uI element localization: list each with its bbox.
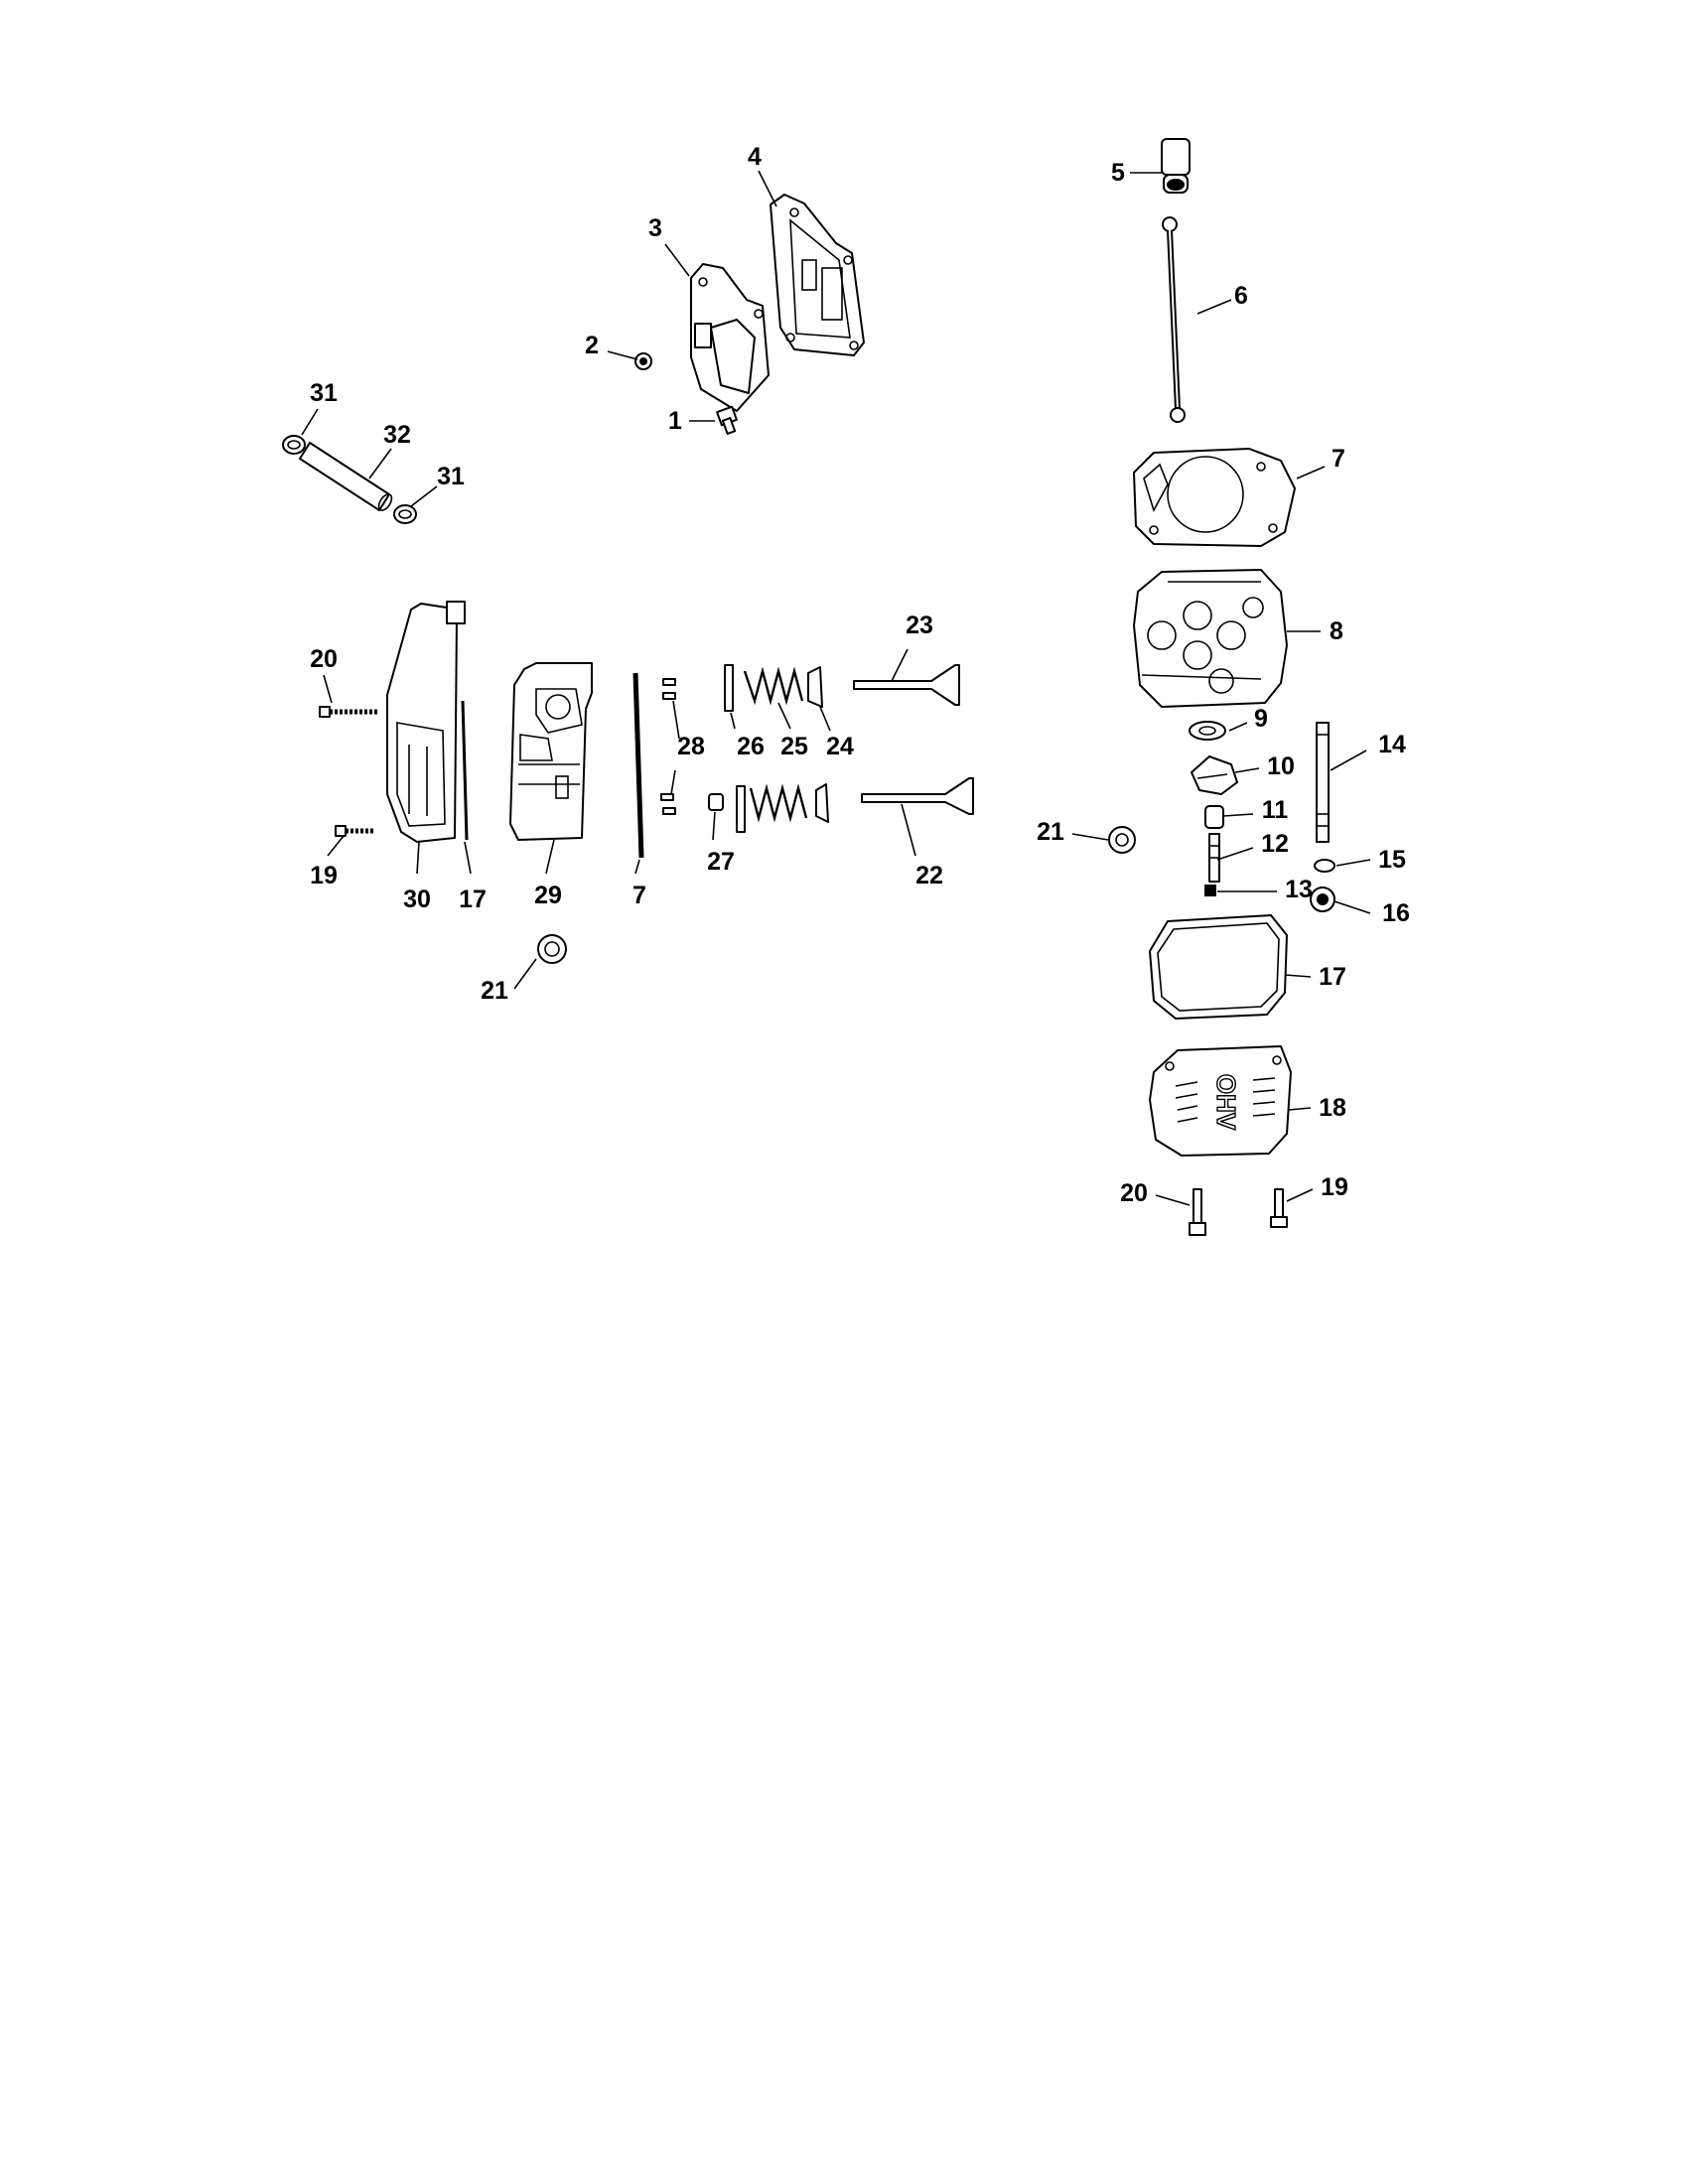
callout-2: 2 <box>585 332 599 359</box>
callout-1: 1 <box>668 407 682 435</box>
callout-31-left: 31 <box>310 379 338 407</box>
part-21-plug-right <box>1108 826 1136 854</box>
callout-32: 32 <box>383 421 411 449</box>
part-8-cylinder-head <box>1133 569 1288 708</box>
part-26-spring-seat <box>724 664 746 833</box>
part-29-cylinder-head-side <box>509 662 593 841</box>
part-22-intake-valve <box>861 777 974 815</box>
part-27-valve-stem-seal <box>708 793 724 811</box>
callout-28: 28 <box>677 733 705 760</box>
callout-25: 25 <box>780 733 808 760</box>
callout-8: 8 <box>1330 617 1343 645</box>
part-19-bolt-left <box>335 825 375 837</box>
callout-9: 9 <box>1254 705 1268 733</box>
part-5-lifter <box>1161 138 1191 194</box>
callout-16: 16 <box>1382 899 1410 927</box>
part-19-bolt-right <box>1270 1188 1288 1228</box>
part-13-nut <box>1204 885 1216 896</box>
part-20-bolt-right <box>1189 1188 1206 1236</box>
callout-7-pushrod: 7 <box>632 882 646 909</box>
callout-12: 12 <box>1261 830 1289 858</box>
callout-7-head-gasket: 7 <box>1332 445 1345 473</box>
part-1-screw <box>716 405 738 435</box>
callout-20-left: 20 <box>310 645 338 673</box>
leader-lines <box>301 170 1371 1206</box>
callout-17-cover-gasket: 17 <box>1319 963 1346 991</box>
part-23-exhaust-valve <box>853 664 960 706</box>
valve-cover-ohv-logo: OHV <box>1211 1074 1241 1131</box>
callout-18: 18 <box>1319 1094 1346 1122</box>
part-7-head-gasket <box>1133 448 1296 547</box>
part-12-rocker-stud <box>1208 833 1220 883</box>
part-15-washer <box>1314 859 1335 873</box>
callout-26: 26 <box>737 733 765 760</box>
part-14-stud <box>1316 722 1330 843</box>
callout-4: 4 <box>748 143 762 171</box>
callout-23: 23 <box>906 612 933 639</box>
callout-19-right: 19 <box>1321 1173 1348 1201</box>
callout-6: 6 <box>1234 282 1248 310</box>
callout-19-left: 19 <box>310 862 338 889</box>
callout-21-left: 21 <box>481 977 508 1005</box>
callout-15: 15 <box>1378 846 1406 874</box>
callout-30: 30 <box>403 886 431 913</box>
callout-labels: 1 2 3 4 5 6 7 8 9 10 11 12 13 14 15 16 1… <box>310 143 1410 1207</box>
part-3-breather-cover <box>690 263 770 412</box>
part-21-plug-left <box>537 934 567 964</box>
part-31-clamp-left <box>282 435 306 455</box>
part-31-clamp-right <box>393 504 417 524</box>
callout-21-right: 21 <box>1037 818 1064 846</box>
part-25-valve-spring-lower <box>749 783 808 823</box>
part-18-valve-cover: OHV <box>1149 1045 1292 1157</box>
part-7-pushrod-left <box>632 672 644 859</box>
callout-14: 14 <box>1378 731 1406 758</box>
callout-29: 29 <box>534 882 562 909</box>
part-25-valve-spring-upper <box>743 666 804 706</box>
callout-27: 27 <box>707 848 735 876</box>
part-32-breather-tube <box>299 442 393 511</box>
part-11-pivot <box>1204 805 1224 829</box>
part-17-valve-cover-gasket <box>1149 914 1288 1020</box>
part-20-bolt-left <box>319 706 379 718</box>
part-30-cylinder-shroud <box>386 601 466 843</box>
part-9-washer <box>1189 721 1226 741</box>
part-10-rocker-arm <box>1191 755 1238 795</box>
part-2-nut <box>634 352 652 370</box>
part-4-breather-gasket <box>770 194 865 356</box>
callout-11: 11 <box>1262 796 1289 824</box>
part-24-spring-retainer <box>807 666 829 823</box>
callout-20-right: 20 <box>1120 1179 1148 1207</box>
part-17-gasket-left <box>461 700 469 841</box>
part-16-nut <box>1310 887 1335 912</box>
part-6-pushrod <box>1162 216 1186 423</box>
callout-3: 3 <box>648 214 662 242</box>
callout-17-shroud-gasket: 17 <box>459 886 487 913</box>
callout-24: 24 <box>826 733 854 760</box>
callout-5: 5 <box>1111 159 1125 187</box>
callout-31-right: 31 <box>437 463 465 490</box>
callout-10: 10 <box>1267 752 1295 780</box>
callout-22: 22 <box>915 862 943 889</box>
part-28-valve-keepers <box>660 678 676 815</box>
callout-13: 13 <box>1285 876 1313 903</box>
